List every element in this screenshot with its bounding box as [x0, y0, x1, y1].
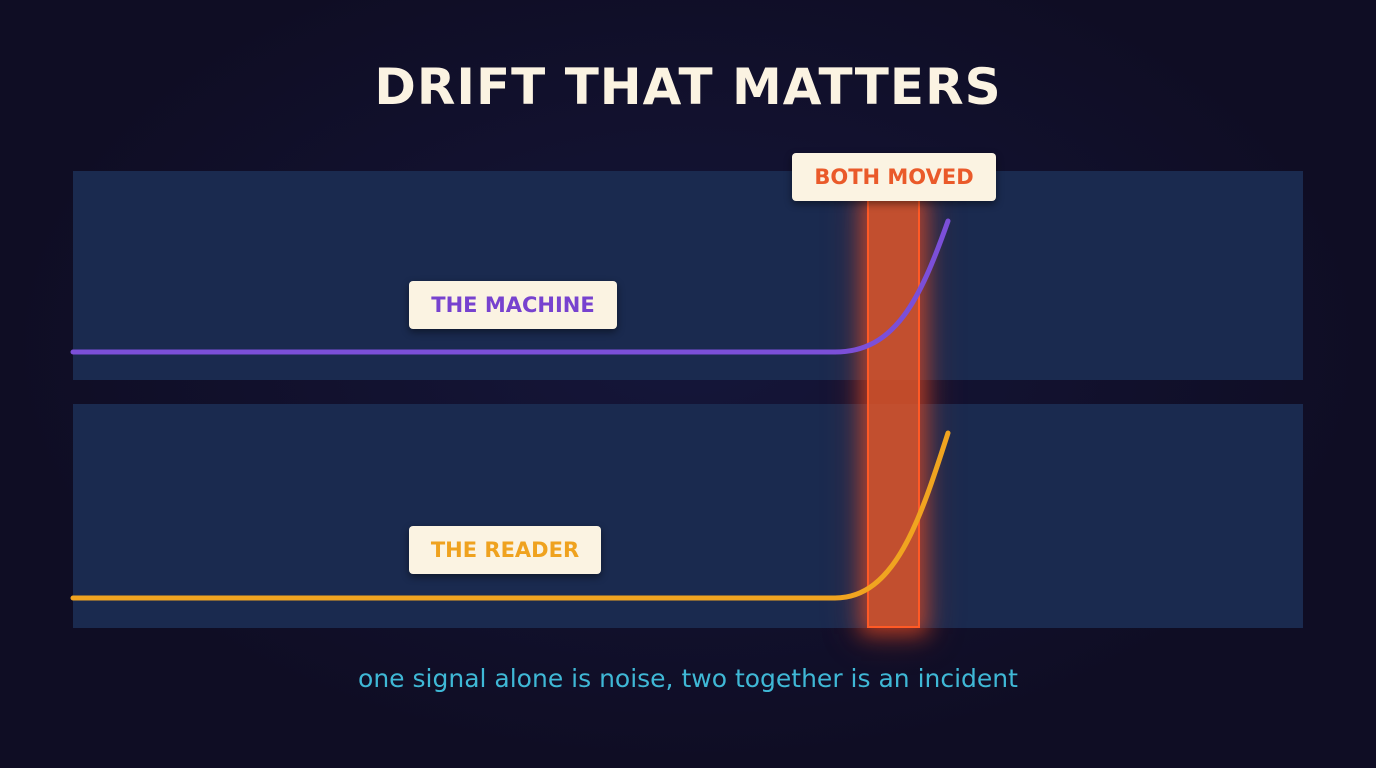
reader-signal-line [70, 430, 951, 601]
machine-label: THE MACHINE [409, 281, 617, 329]
machine-signal-band [73, 171, 1303, 380]
slide-title: DRIFT THAT MATTERS [374, 58, 1002, 116]
reader-label: THE READER [409, 526, 601, 574]
caption: one signal alone is noise, two together … [358, 664, 1018, 693]
both-moved-highlight [867, 199, 920, 628]
reader-signal-band [73, 404, 1303, 628]
both-moved-label: BOTH MOVED [792, 153, 996, 201]
machine-signal-line [70, 218, 951, 355]
